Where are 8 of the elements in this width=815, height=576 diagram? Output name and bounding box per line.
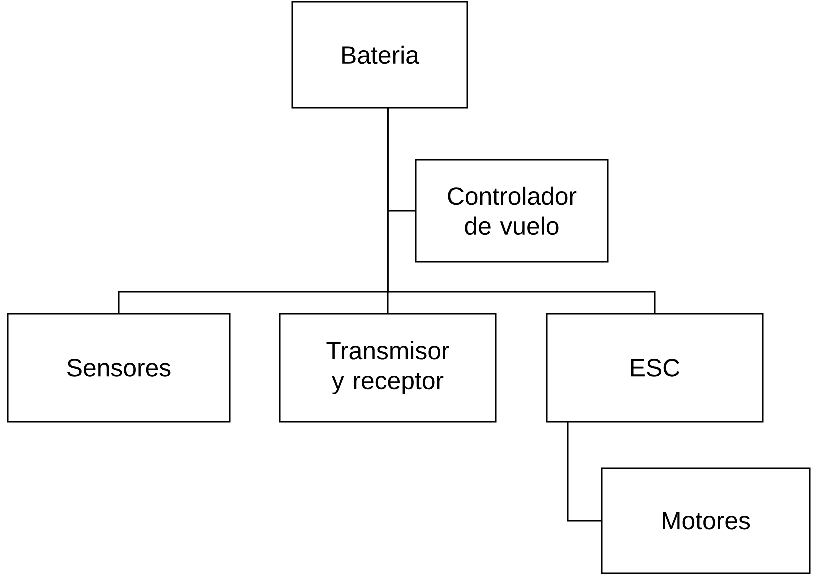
process-box: Sensores [7, 313, 231, 423]
process-box: Transmisor y receptor [279, 313, 497, 423]
process-box: Controlador de vuelo [415, 159, 609, 263]
connector-line [567, 422, 602, 522]
connector-line [387, 108, 656, 314]
process-box: Motores [601, 468, 811, 574]
process-box: ESC [546, 313, 764, 423]
process-box: Bateria [292, 1, 468, 109]
